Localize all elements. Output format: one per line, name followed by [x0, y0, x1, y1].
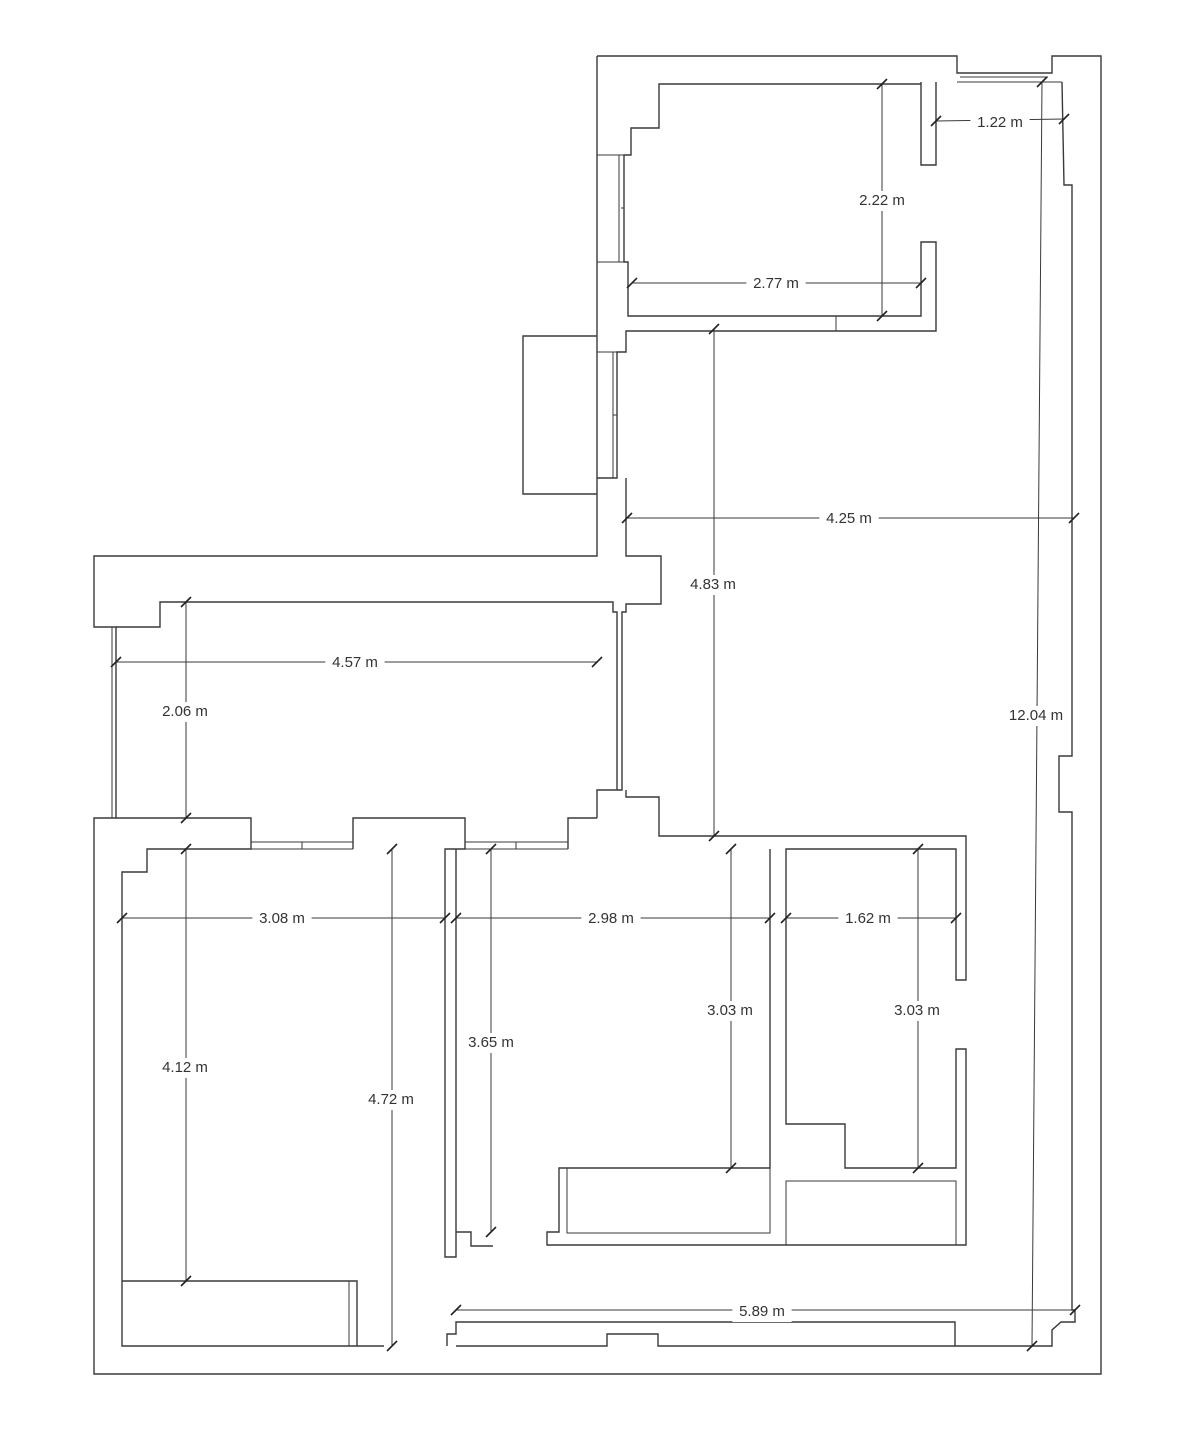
bottom-left-bench	[122, 1280, 358, 1346]
dimension-tick-d13-end	[912, 1162, 924, 1174]
left-room-top	[116, 601, 618, 790]
dimension-tick-d17-end	[1069, 1304, 1081, 1316]
dimension-tick-d8-start	[1036, 76, 1048, 88]
living-west-wall	[596, 478, 662, 818]
dimension-label-bg-d11	[838, 909, 898, 929]
outer-walls	[93, 55, 1102, 1375]
dimension-label-bg-d7	[155, 702, 215, 722]
dimension-label-d1: 1.22 m	[977, 114, 1023, 131]
dimension-label-d11: 1.62 m	[845, 910, 891, 927]
dimension-tick-d10-end	[764, 912, 776, 924]
dimension-tick-d8-end	[1026, 1340, 1038, 1352]
dimension-tick-d14-start	[485, 843, 497, 855]
dimension-tick-d3-end	[915, 277, 927, 289]
bottom-rooms	[116, 817, 957, 1347]
dimension-label-bg-d15	[155, 1058, 215, 1078]
dimension-label-bg-d8	[1002, 706, 1070, 726]
bath-fixture	[785, 1180, 957, 1246]
middle-room-wall	[456, 1231, 493, 1247]
dimension-label-bg-d4	[819, 509, 879, 529]
dimension-label-bg-d9	[252, 909, 312, 929]
kitchen-counter	[566, 1167, 771, 1234]
dimension-label-bg-d1	[970, 113, 1030, 133]
outer-wall-right-wing	[93, 55, 1102, 1375]
dimension-tick-d9-end	[439, 912, 451, 924]
dimension-tick-d11-start	[780, 912, 792, 924]
dimension-label-d12: 3.03 m	[707, 1002, 753, 1019]
dimension-tick-d2-end	[876, 310, 888, 322]
dimension-tick-d14-end	[485, 1226, 497, 1238]
dimension-tick-d6-end	[591, 656, 603, 668]
dimension-label-d2: 2.22 m	[859, 192, 905, 209]
dimension-tick-d5-start	[708, 323, 720, 335]
dimension-label-d9: 3.08 m	[259, 910, 305, 927]
dimension-tick-d10-start	[450, 912, 462, 924]
dimension-tick-d15-end	[180, 1275, 192, 1287]
dimension-tick-d2-start	[876, 78, 888, 90]
dimension-tick-d12-start	[725, 843, 737, 855]
dimension-tick-d6-start	[110, 656, 122, 668]
dimension-label-d3: 2.77 m	[753, 275, 799, 292]
dimension-label-d14: 3.65 m	[468, 1034, 514, 1051]
dimension-tick-d7-end	[180, 812, 192, 824]
dimension-label-d13: 3.03 m	[894, 1002, 940, 1019]
bay-box	[522, 335, 597, 495]
dimension-tick-d11-end	[950, 912, 962, 924]
bottom-step	[456, 1333, 955, 1347]
dimension-label-d17: 5.89 m	[739, 1303, 785, 1320]
top-room-wall	[920, 82, 937, 166]
dimension-label-bg-d3	[746, 274, 806, 294]
dimension-tick-d1-start	[930, 115, 942, 127]
pillar-mid	[567, 817, 597, 849]
dimension-label-bg-d5	[683, 575, 743, 595]
dimension-tick-d17-start	[450, 1304, 462, 1316]
dimension-label-bg-d12	[700, 1001, 760, 1021]
dimension-tick-d7-start	[180, 596, 192, 608]
dimension-label-bg-d2	[852, 191, 912, 211]
living-south-wall	[546, 790, 967, 1246]
dimension-label-d6: 4.57 m	[332, 654, 378, 671]
bottom-left-room	[116, 817, 384, 1347]
dimension-tick-d1-end	[1058, 113, 1070, 125]
dimension-label-d5: 4.83 m	[690, 576, 736, 593]
inner-wall-east	[955, 81, 1076, 1347]
dimension-label-bg-d16	[361, 1090, 421, 1110]
dimension-label-bg-d14	[461, 1033, 521, 1053]
dimension-label-d15: 4.12 m	[162, 1059, 208, 1076]
dimension-lines: 1.22 m 2.22 m 2.77 m 4.25 m 4.83 m 4.57 m 2.06…	[110, 76, 1081, 1352]
top-room-left-wall	[597, 83, 937, 479]
dimension-tick-d5-end	[708, 830, 720, 842]
dimension-label-d7: 2.06 m	[162, 703, 208, 720]
room-left-upper	[111, 601, 618, 818]
dimension-tick-d3-start	[626, 277, 638, 289]
dimension-label-bg-d6	[325, 653, 385, 673]
dimension-tick-d16-end	[386, 1340, 398, 1352]
living-walls	[546, 478, 967, 1246]
dimension-label-d16: 4.72 m	[368, 1091, 414, 1108]
dimension-label-d4: 4.25 m	[826, 510, 872, 527]
dimension-tick-d15-start	[180, 843, 192, 855]
dimension-label-bg-d17	[732, 1302, 792, 1322]
dimension-tick-d12-end	[725, 1162, 737, 1174]
dimension-tick-d16-start	[386, 843, 398, 855]
pillar-bottom	[352, 817, 466, 1258]
bottom-inner-wall	[446, 1321, 956, 1346]
room-top-bedroom	[522, 82, 937, 495]
dimension-label-bg-d10	[581, 909, 641, 929]
dimension-tick-d13-start	[912, 843, 924, 855]
dimension-label-bg-d13	[887, 1001, 947, 1021]
dimension-tick-d9-start	[116, 912, 128, 924]
dimension-label-d10: 2.98 m	[588, 910, 634, 927]
dimension-label-d8: 12.04 m	[1009, 707, 1063, 724]
dimension-tick-d4-end	[1068, 512, 1080, 524]
dimension-tick-d4-start	[621, 512, 633, 524]
